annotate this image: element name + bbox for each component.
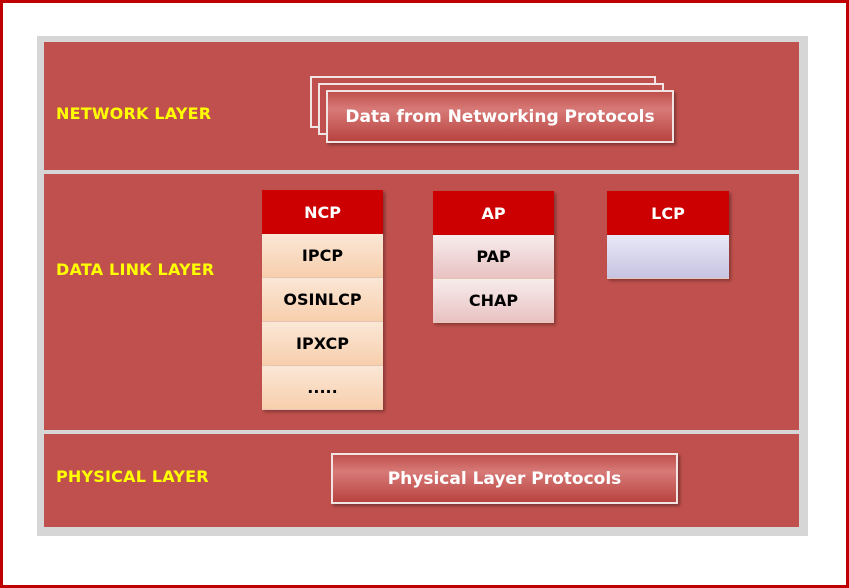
ncp-item-osinlcp: OSINLCP <box>262 278 383 322</box>
network-layer-label: NETWORK LAYER <box>56 104 212 123</box>
networking-protocols-box: Data from Networking Protocols <box>326 90 674 143</box>
data-link-layer-label: DATA LINK LAYER <box>56 260 215 279</box>
ap-column-header: AP <box>433 191 554 235</box>
ncp-item-ipxcp: IPXCP <box>262 322 383 366</box>
ncp-column-header: NCP <box>262 190 383 234</box>
lcp-item-empty <box>607 235 729 279</box>
physical-layer-protocols-box: Physical Layer Protocols <box>331 453 678 504</box>
physical-layer-label: PHYSICAL LAYER <box>56 467 209 486</box>
ap-item-pap: PAP <box>433 235 554 279</box>
ncp-item-ipcp: IPCP <box>262 234 383 278</box>
ncp-item-more: ..... <box>262 366 383 410</box>
lcp-column-header: LCP <box>607 191 729 235</box>
ap-item-chap: CHAP <box>433 279 554 323</box>
